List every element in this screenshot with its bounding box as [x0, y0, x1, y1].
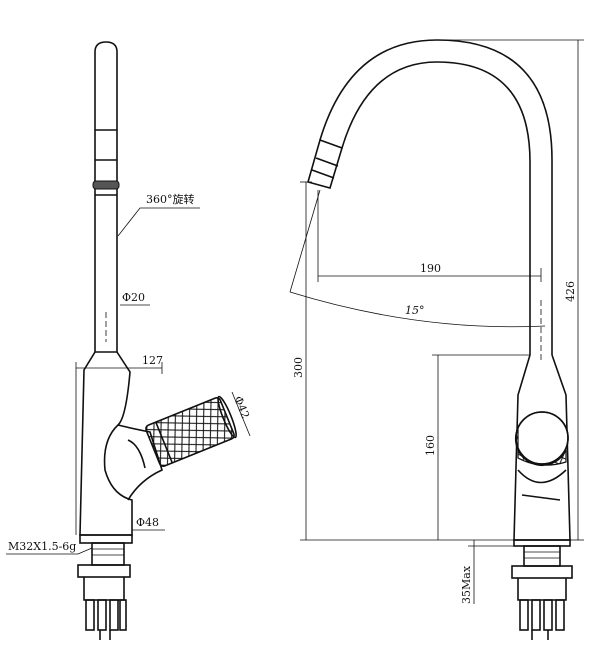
spray-head — [307, 138, 343, 189]
label-angle15: 15° — [405, 304, 425, 317]
front-body — [79, 312, 133, 536]
label-dia42: Φ42 — [231, 394, 252, 420]
front-spout-tube — [94, 41, 118, 312]
front-handle-knob[interactable] — [145, 395, 239, 467]
label-dia48: Φ48 — [136, 516, 159, 529]
side-mount-fingers — [519, 599, 565, 631]
aerator-ring — [92, 180, 120, 190]
front-view: 360°旋转 Φ20 127 Φ42 Φ48 M32X1.5-6g — [6, 41, 252, 640]
front-base-plate — [79, 534, 133, 544]
label-thread: M32X1.5-6g — [8, 540, 76, 553]
gooseneck-outer — [319, 39, 553, 355]
label-height426: 426 — [564, 281, 577, 302]
label-height160: 160 — [424, 435, 437, 456]
label-height300: 300 — [292, 357, 305, 378]
label-max35: 35Max — [460, 565, 473, 604]
label-reach190: 190 — [420, 262, 441, 275]
side-view: 15° 190 426 — [289, 39, 584, 640]
front-mount-fingers — [85, 599, 127, 631]
angle-arc — [289, 291, 546, 328]
front-nut — [77, 564, 131, 578]
gooseneck-inner — [341, 61, 531, 355]
label-rotation: 360°旋转 — [146, 192, 195, 206]
side-base-plate — [513, 539, 571, 547]
side-nut — [511, 565, 573, 579]
label-width127: 127 — [142, 354, 163, 367]
label-dia20: Φ20 — [122, 291, 145, 304]
rotation-leader — [117, 207, 200, 237]
